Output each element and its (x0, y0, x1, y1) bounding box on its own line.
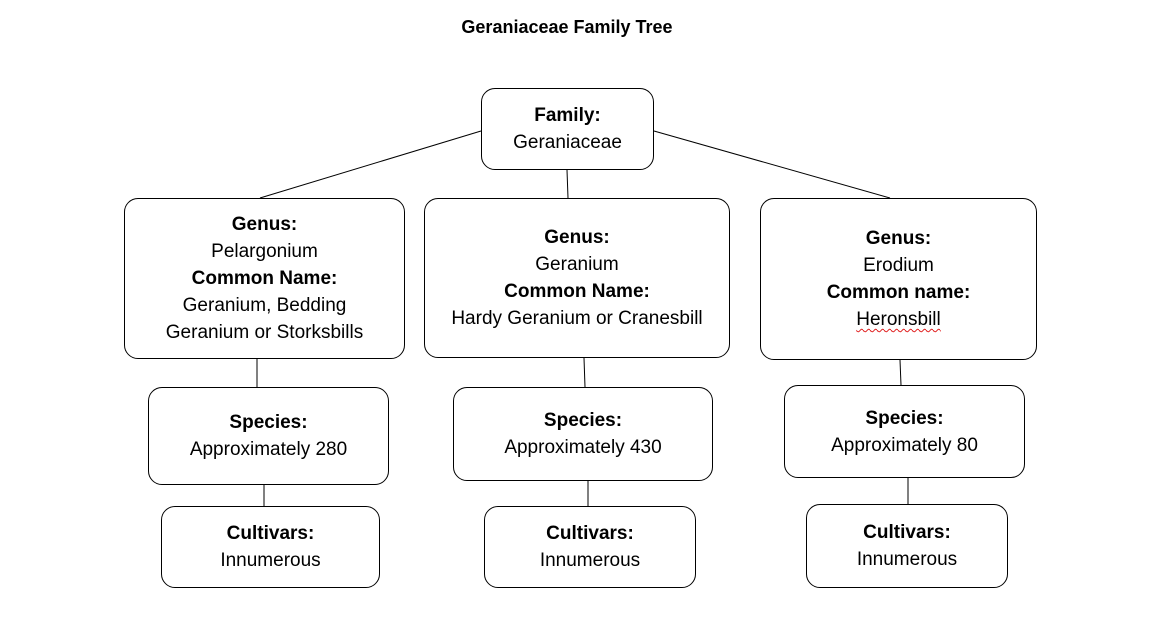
cultivars-label: Cultivars: (863, 522, 951, 543)
genus-name: Geranium (535, 254, 619, 275)
genus-name: Pelargonium (211, 241, 318, 262)
cultivars-value: Innumerous (856, 549, 958, 570)
common-name-line: Geranium or Storksbills (165, 322, 364, 343)
species-count: Approximately 280 (189, 439, 348, 460)
species-label: Species: (229, 412, 308, 433)
cultivars-value: Innumerous (539, 550, 641, 571)
common-name-label: Common name: (826, 282, 971, 303)
family-name: Geraniaceae (513, 132, 622, 153)
common-name-line: Hardy Geranium or Cranesbill (451, 308, 703, 329)
species-label: Species: (543, 410, 623, 431)
genus-node-erodium: Genus: Erodium Common name: Heronsbill (760, 198, 1037, 360)
cultivars-node-pelargonium: Cultivars: Innumerous (161, 506, 380, 588)
species-count: Approximately 430 (504, 437, 662, 458)
species-node-erodium: Species: Approximately 80 (784, 385, 1025, 478)
common-name-label: Common Name: (191, 268, 338, 289)
common-name-line: Heronsbill (856, 309, 941, 330)
cultivars-value: Innumerous (220, 550, 321, 571)
genus-name: Erodium (863, 255, 934, 276)
species-node-pelargonium: Species: Approximately 280 (148, 387, 389, 485)
family-label: Family: (534, 105, 601, 126)
species-count: Approximately 80 (831, 434, 978, 456)
connector-genus-2-species-2 (583, 357, 586, 388)
genus-node-geranium: Genus: Geranium Common Name: Hardy Geran… (424, 198, 730, 358)
connector-family-genus-1 (259, 130, 482, 199)
diagram-title: Geraniaceae Family Tree (461, 17, 673, 37)
genus-label: Genus: (231, 214, 298, 235)
cultivars-node-geranium: Cultivars: Innumerous (484, 506, 696, 588)
species-label: Species: (865, 407, 944, 429)
connector-family-genus-3 (653, 130, 891, 199)
common-name-line: Geranium, Bedding (182, 295, 347, 316)
connector-family-genus-2 (566, 169, 569, 199)
genus-node-pelargonium: Genus: Pelargonium Common Name: Geranium… (124, 198, 405, 359)
genus-label: Genus: (544, 227, 610, 248)
common-name-label: Common Name: (504, 281, 650, 302)
genus-label: Genus: (865, 228, 932, 249)
cultivars-label: Cultivars: (226, 523, 315, 544)
cultivars-label: Cultivars: (546, 523, 634, 544)
species-node-geranium: Species: Approximately 430 (453, 387, 713, 481)
cultivars-node-erodium: Cultivars: Innumerous (806, 504, 1008, 588)
family-node: Family: Geraniaceae (481, 88, 654, 170)
connector-genus-3-species-3 (899, 359, 902, 386)
